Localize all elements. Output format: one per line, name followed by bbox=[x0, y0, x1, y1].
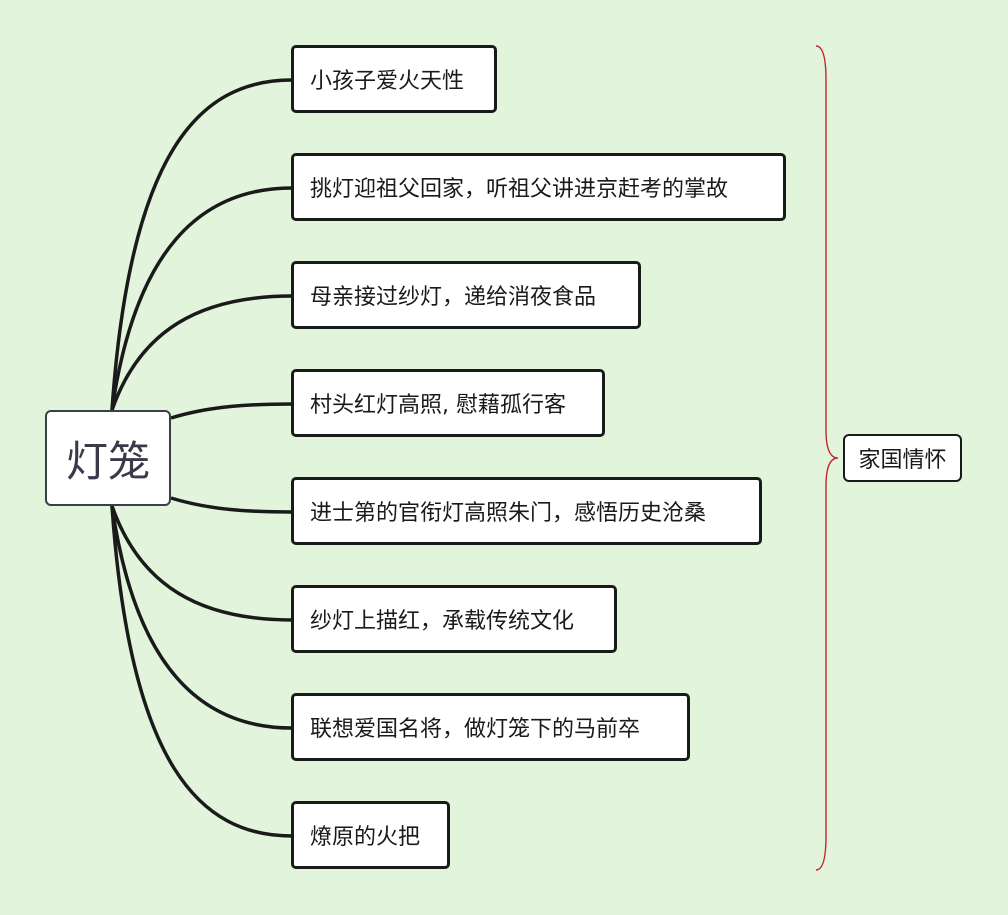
root-label: 灯笼 bbox=[65, 436, 150, 486]
connector-line bbox=[110, 78, 293, 411]
connector-line bbox=[170, 402, 293, 420]
branch-label: 联想爱国名将，做灯笼下的马前卒 bbox=[310, 717, 641, 742]
summary-label: 家国情怀 bbox=[858, 448, 947, 473]
branch-node[interactable]: 燎原的火把 bbox=[291, 801, 450, 869]
connector-line bbox=[110, 505, 293, 622]
branch-node[interactable]: 纱灯上描红，承载传统文化 bbox=[291, 585, 617, 653]
branch-node[interactable]: 进士第的官衔灯高照朱门，感悟历史沧桑 bbox=[291, 477, 762, 545]
branch-label: 村头红灯高照, 慰藉孤行客 bbox=[310, 393, 566, 418]
root-node[interactable]: 灯笼 bbox=[45, 410, 171, 506]
branch-label: 小孩子爱火天性 bbox=[310, 69, 465, 94]
branch-node[interactable]: 挑灯迎祖父回家，听祖父讲进京赶考的掌故 bbox=[291, 153, 786, 221]
branch-node[interactable]: 母亲接过纱灯，递给消夜食品 bbox=[291, 261, 641, 329]
branch-label: 纱灯上描红，承载传统文化 bbox=[310, 609, 575, 634]
connector-line bbox=[110, 505, 293, 730]
branch-label: 母亲接过纱灯，递给消夜食品 bbox=[310, 285, 597, 310]
branch-label: 挑灯迎祖父回家，听祖父讲进京赶考的掌故 bbox=[310, 177, 729, 202]
branch-node[interactable]: 小孩子爱火天性 bbox=[291, 45, 497, 113]
summary-brace bbox=[815, 45, 839, 871]
branch-node[interactable]: 联想爱国名将，做灯笼下的马前卒 bbox=[291, 693, 690, 761]
summary-node[interactable]: 家国情怀 bbox=[843, 434, 962, 482]
branch-node[interactable]: 村头红灯高照, 慰藉孤行客 bbox=[291, 369, 605, 437]
branch-label: 进士第的官衔灯高照朱门，感悟历史沧桑 bbox=[310, 501, 707, 526]
connector-line bbox=[110, 505, 293, 838]
connector-line bbox=[170, 496, 293, 514]
connector-line bbox=[110, 294, 293, 411]
branch-label: 燎原的火把 bbox=[310, 825, 421, 850]
connector-line bbox=[110, 186, 293, 411]
